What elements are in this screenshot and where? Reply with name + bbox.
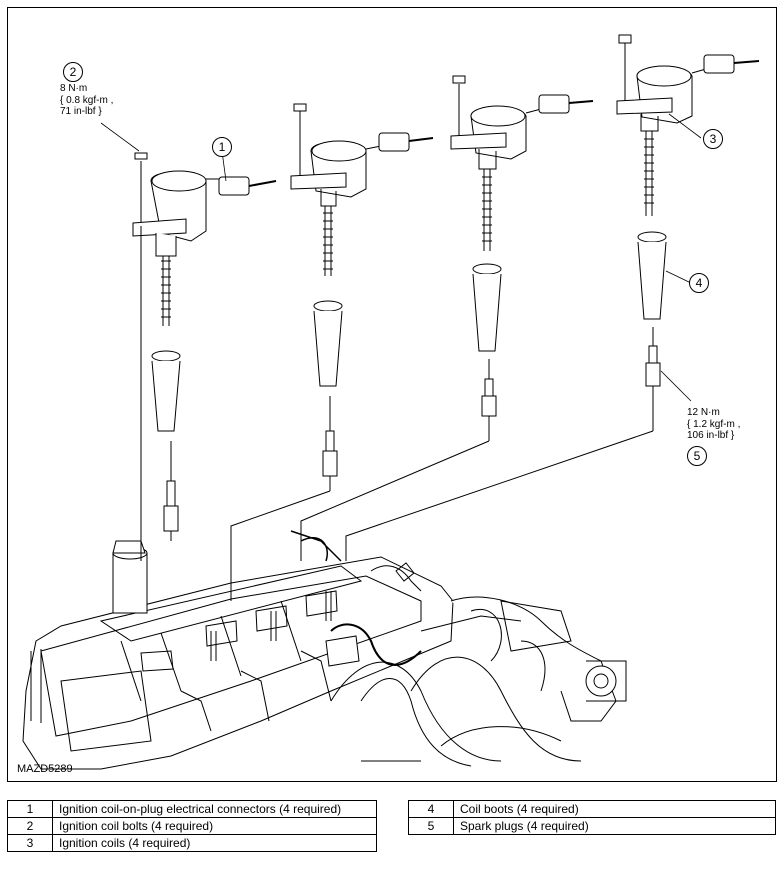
torque-line: 106 in-lbf } [687,430,735,441]
legend-number: 4 [408,800,454,818]
legend-number: 1 [7,800,53,818]
legend-row: 2 Ignition coil bolts (4 required) [7,817,377,835]
legend-row: 1 Ignition coil-on-plug electrical conne… [7,800,377,818]
legend-text: Coil boots (4 required) [453,800,776,818]
diagram-frame: 1 2 3 4 5 8 N·m { 0.8 kgf-m , 71 in-lbf … [7,7,777,782]
torque-line: 71 in-lbf } [60,106,102,117]
callout-3: 3 [703,129,723,149]
legend-table-left: 1 Ignition coil-on-plug electrical conne… [7,800,377,852]
exploded-view-illustration [22,34,760,770]
legend-row: 5 Spark plugs (4 required) [408,817,776,835]
legend-table-right: 4 Coil boots (4 required) 5 Spark plugs … [408,800,776,835]
legend-text: Ignition coils (4 required) [52,834,377,852]
legend-text: Ignition coil bolts (4 required) [52,817,377,835]
callout-4: 4 [689,273,709,293]
legend-text: Spark plugs (4 required) [453,817,776,835]
wiring-harness [290,530,342,562]
torque-line: 8 N·m [60,83,88,94]
coil-assembly-2 [230,103,434,601]
legend-text: Ignition coil-on-plug electrical connect… [52,800,377,818]
engine-valve-cover [22,540,454,770]
figure-id: MAZD5289 [17,763,73,775]
legend-row: 3 Ignition coils (4 required) [7,834,377,852]
legend-number: 5 [408,817,454,835]
coil-assembly-1 [132,152,277,561]
legend-number: 3 [7,834,53,852]
coil-assembly-3 [300,75,594,561]
callout-1: 1 [212,137,232,157]
callout-leaders [100,113,702,402]
legend-number: 2 [7,817,53,835]
torque-line: { 1.2 kgf-m , [687,418,741,430]
intake-manifold [325,562,627,767]
callout-5: 5 [687,446,707,466]
callout-2: 2 [63,62,83,82]
torque-line: { 0.8 kgf-m , [60,94,114,106]
torque-spec-coil-bolt: 8 N·m { 0.8 kgf-m , 71 in-lbf } [60,83,113,118]
torque-line: 12 N·m [687,407,720,418]
coil-assembly-4 [345,34,760,561]
torque-spec-spark-plug: 12 N·m { 1.2 kgf-m , 106 in-lbf } [687,407,740,442]
legend-row: 4 Coil boots (4 required) [408,800,776,818]
